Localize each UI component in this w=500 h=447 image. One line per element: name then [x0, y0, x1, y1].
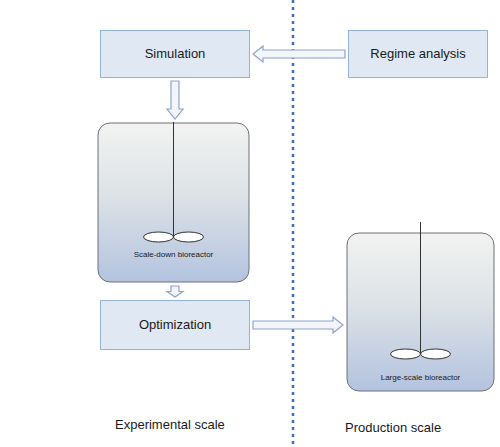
agitator-shaft [420, 222, 421, 354]
bioreactor-vessel: Large-scale bioreactor [346, 222, 495, 392]
process-box: Regime analysis [348, 30, 488, 78]
box-label: Regime analysis [370, 46, 465, 62]
vessel-label: Scale-down bioreactor [97, 250, 250, 259]
flow-arrow [167, 286, 183, 297]
scale-label: Experimental scale [115, 417, 225, 432]
flow-arrow [167, 81, 183, 119]
process-box: Optimization [100, 300, 250, 350]
scale-label: Production scale [345, 420, 441, 435]
box-label: Optimization [139, 317, 211, 333]
scale-divider [292, 0, 295, 447]
vessel-wall [98, 123, 249, 282]
impeller-blade [391, 349, 421, 359]
vessel-label: Large-scale bioreactor [346, 373, 495, 382]
impeller-blade [174, 232, 204, 242]
box-label: Simulation [145, 46, 206, 62]
agitator-shaft [173, 122, 174, 237]
flow-arrow [253, 317, 343, 333]
impeller-blade [421, 349, 451, 359]
process-box: Simulation [100, 30, 250, 78]
flow-arrow [253, 46, 345, 62]
impeller-blade [144, 232, 174, 242]
bioreactor-illustration [346, 222, 495, 392]
bioreactor-vessel: Scale-down bioreactor [97, 122, 250, 283]
